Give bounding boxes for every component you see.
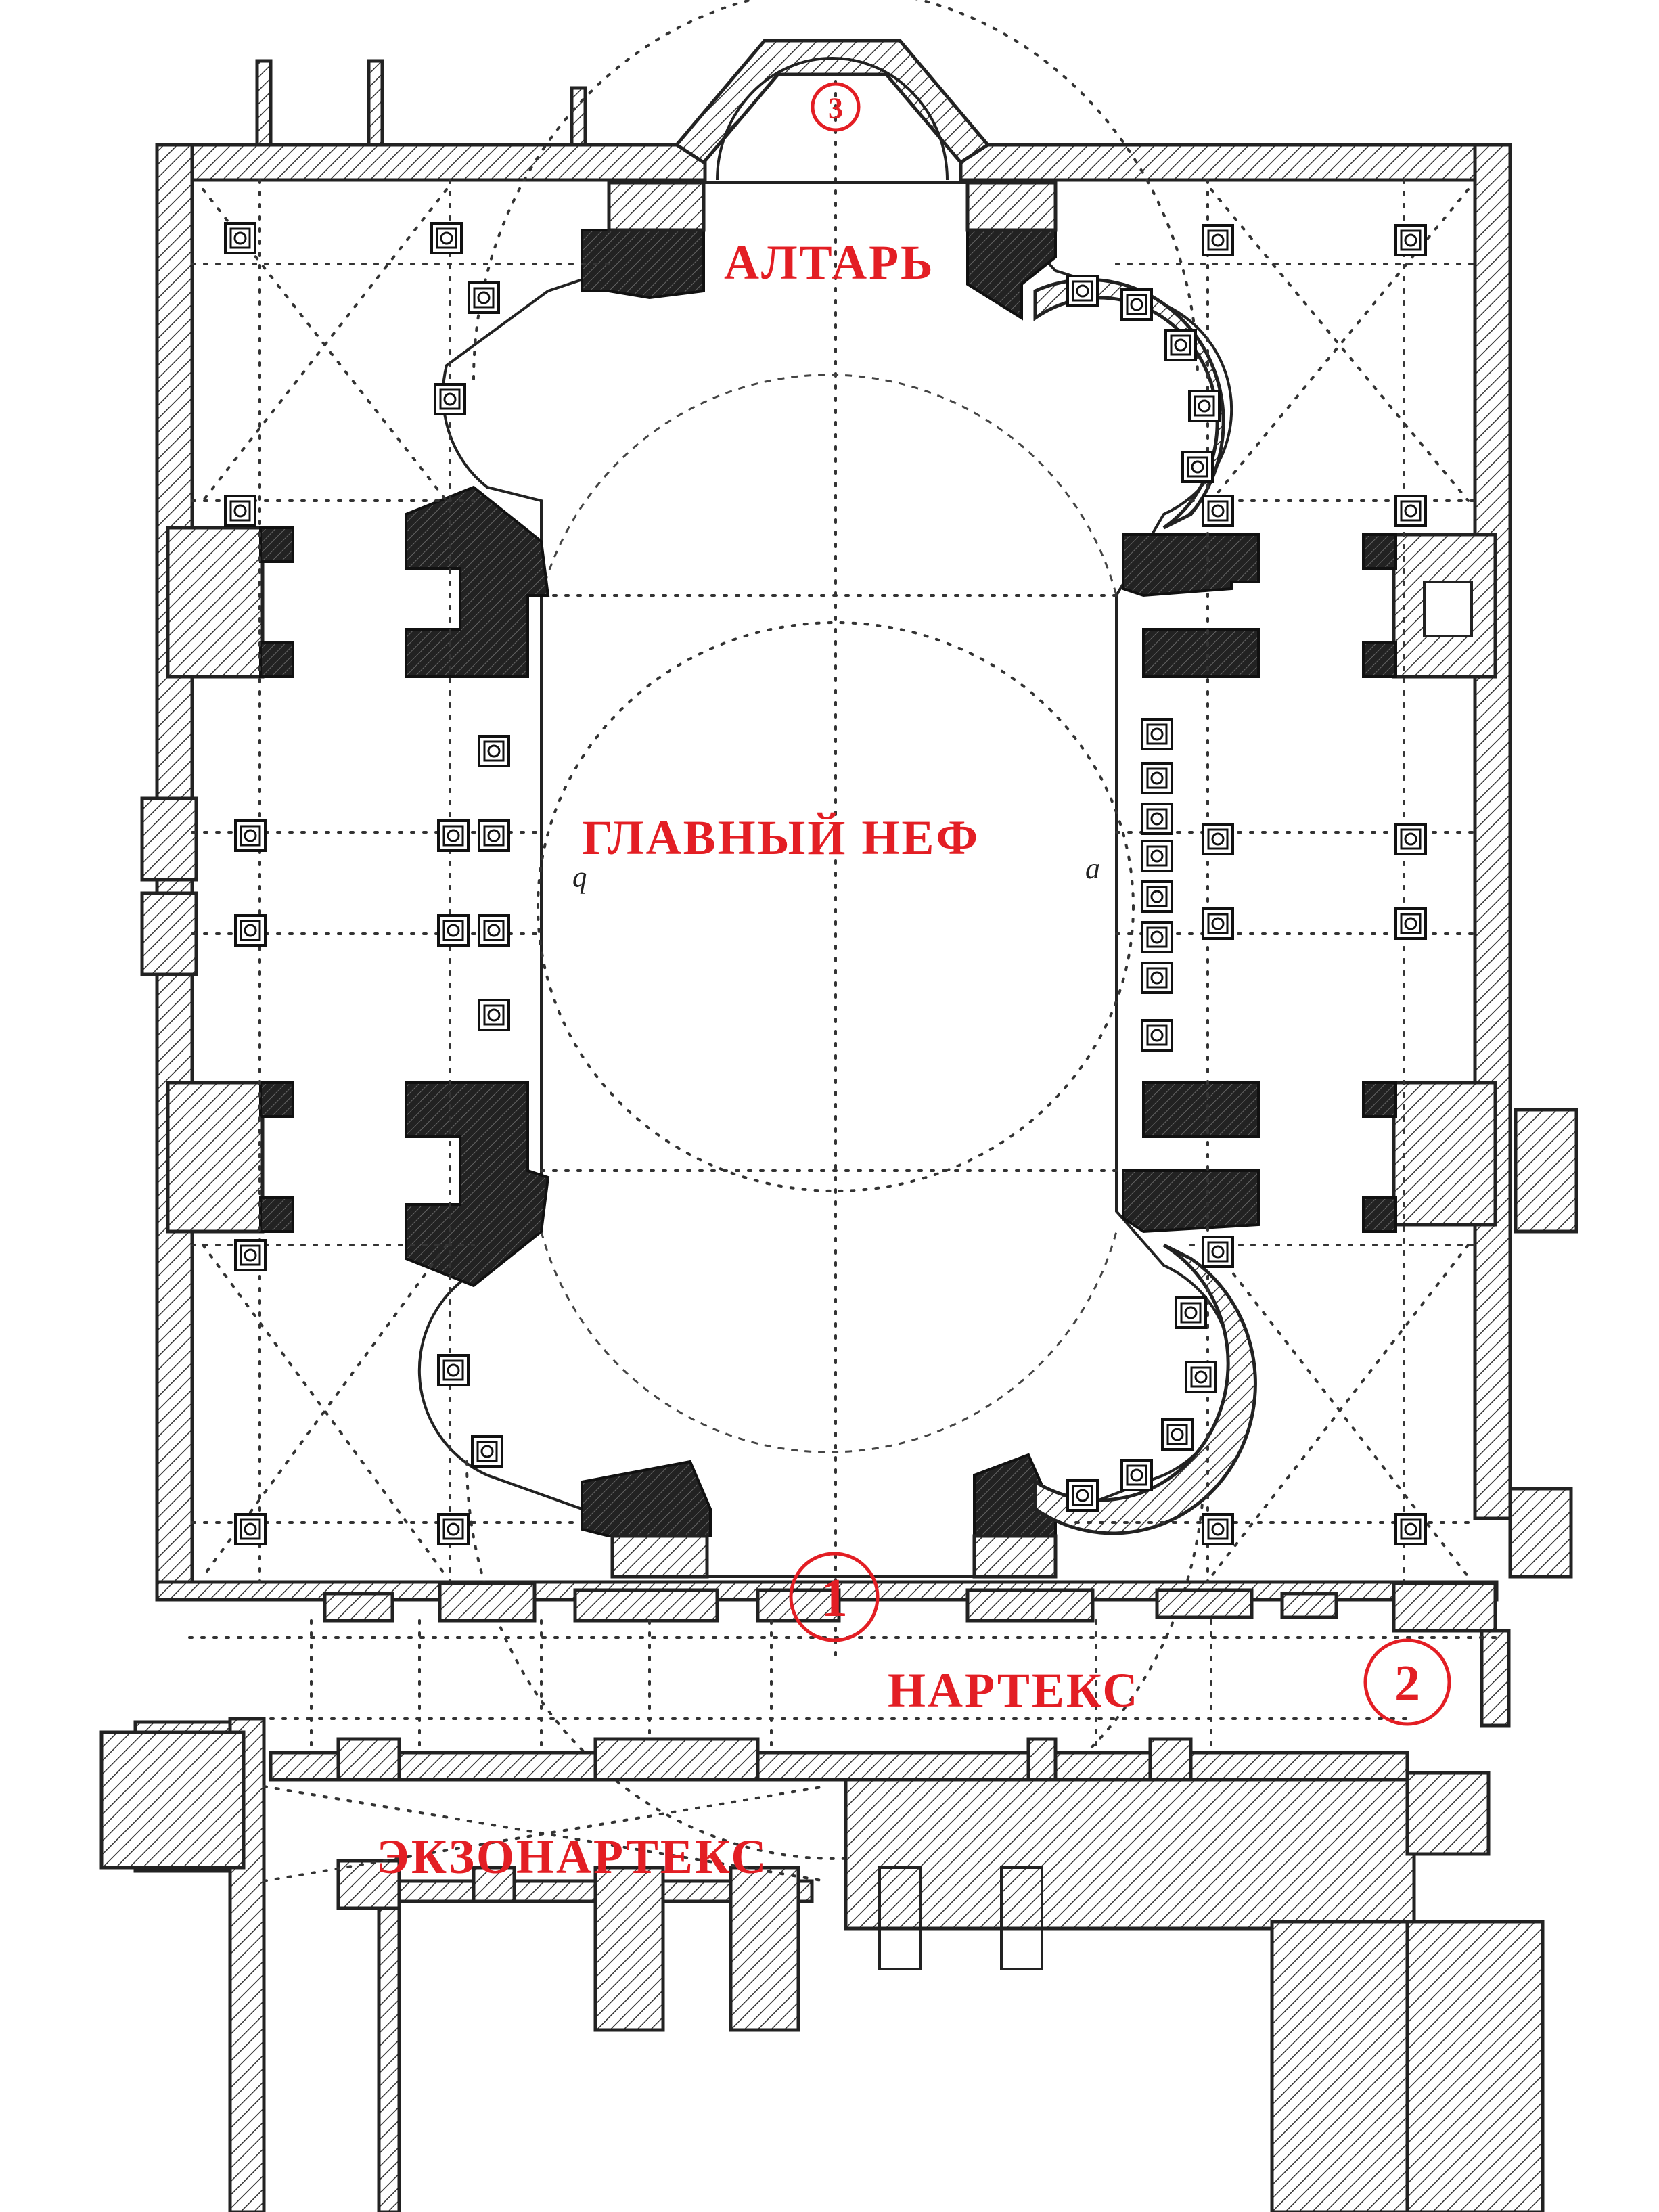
vaulting-grid (191, 179, 1476, 1583)
marker-1-number: 1 (821, 1568, 848, 1628)
axis-letter-right: a (1085, 852, 1100, 885)
great-piers (259, 181, 1397, 1579)
columns-left (224, 222, 510, 1545)
marker-3: 3 (811, 82, 861, 132)
marker-2-number: 2 (1394, 1655, 1420, 1712)
marker-3-number: 3 (828, 92, 843, 125)
label-exonarthex: ЭКЗОНАРТЕКС (376, 1830, 768, 1884)
apse (674, 39, 991, 1666)
label-altar: АЛТАРЬ (724, 235, 935, 290)
narthex-area (99, 1108, 1578, 2212)
marker-2: 2 (1363, 1638, 1451, 1726)
axis-letter-left: b (572, 866, 587, 899)
narthex-wall (323, 1581, 1511, 1728)
outer-walls (140, 59, 1512, 1602)
label-narthex: НАРТЕКС (888, 1663, 1139, 1717)
marker-1: 1 (789, 1552, 880, 1642)
label-nave: ГЛАВНЫЙ НЕФ (582, 811, 980, 865)
